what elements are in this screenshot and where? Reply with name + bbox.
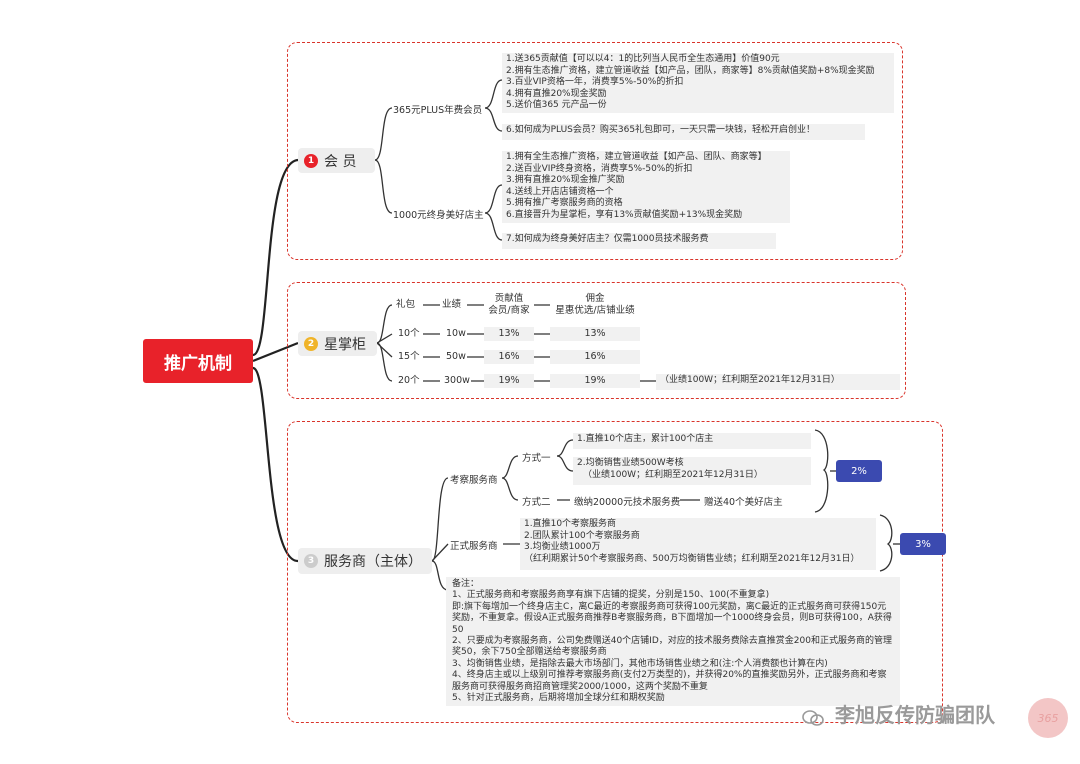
way-one-label: 方式一 xyxy=(522,453,551,464)
list-item: 3.百业VIP资格一年，消费享5%-50%的折扣 xyxy=(506,77,684,87)
way-two-fee: 缴纳20000元技术服务费 xyxy=(574,497,681,508)
header-comm-sub: 星惠优选/店铺业绩 xyxy=(555,305,635,316)
root-title: 推广机制 xyxy=(164,353,232,374)
list-item: 5.送价值365 元产品一份 xyxy=(506,100,607,110)
provider-node[interactable]: 3 服务商（主体） xyxy=(298,548,432,574)
cell-bg xyxy=(484,350,534,364)
way-one-item: 2.均衡销售业绩500W考核 （业绩100W；红利期至2021年12月31日） xyxy=(573,457,811,485)
cell-bg xyxy=(550,327,640,341)
table-cell: 15个 xyxy=(398,351,420,362)
table-cell: 13% xyxy=(584,328,606,339)
way-one-item: 1.直推10个店主，累计100个店主 xyxy=(573,433,811,449)
lifetime-owner-benefits: 1.拥有全生态推广资格，建立管道收益【如产品、团队、商家等】 2.送百业VIP终… xyxy=(502,151,790,223)
way-two-label: 方式二 xyxy=(522,497,551,508)
list-item: 2.拥有生态推广资格，建立管道收益【如产品，团队，商家等】8%贡献值奖励+8%现… xyxy=(506,65,875,76)
cell-bg xyxy=(550,350,640,364)
list-item: （业绩100W；红利期至2021年12月31日） xyxy=(583,469,763,480)
lifetime-owner-label: 1000元终身美好店主 xyxy=(393,210,484,221)
table-cell: 19% xyxy=(584,375,606,386)
list-item: 1.拥有全生态推广资格，建立管道收益【如产品、团队、商家等】 xyxy=(506,152,767,162)
cell-bg xyxy=(484,327,534,341)
stamp-logo: 365 xyxy=(1028,698,1068,738)
provider-section xyxy=(287,421,943,723)
formal-provider-items: 1.直推10个考察服务商 2.团队累计100个考察服务商 3.均衡业绩1000万… xyxy=(520,518,876,570)
provider-label: 服务商（主体） xyxy=(324,554,422,570)
member-section xyxy=(287,42,903,260)
table-cell: 10w xyxy=(446,328,466,339)
inspect-rate-badge: 2% xyxy=(836,460,882,482)
header-comm-title: 佣金 xyxy=(585,293,605,304)
list-item: 2.均衡销售业绩500W考核 xyxy=(577,458,684,468)
plus-member-howto: 6.如何成为PLUS会员？购买365礼包即可，一天只需一块钱，轻松开启创业！ xyxy=(502,124,865,140)
star-node[interactable]: 2 星掌柜 xyxy=(298,331,377,356)
table-cell: 20个 xyxy=(398,375,420,386)
root-node[interactable]: 推广机制 xyxy=(143,339,253,383)
watermark: 李旭反传防骗团队 xyxy=(802,699,995,728)
table-cell: 13% xyxy=(498,328,520,339)
watermark-text: 李旭反传防骗团队 xyxy=(834,703,995,727)
table-cell: 10个 xyxy=(398,328,420,339)
list-item: 1.送365贡献值【可以以4：1的比列当人民币全生态通用】价值90元 xyxy=(506,54,780,64)
note-line: 3、均衡销售业绩，是指除去最大市场部门，其他市场销售业绩之和(注:个人消费额也计… xyxy=(452,658,828,669)
header-perf: 业绩 xyxy=(442,299,462,310)
cell-bg xyxy=(550,374,640,388)
formal-rate-badge: 3% xyxy=(900,533,946,555)
note-line: 2、只要成为考察服务商，公司免费赠送40个店铺ID，对应的技术服务费除去直推赏金… xyxy=(452,636,892,658)
number-three-icon: 3 xyxy=(304,554,318,568)
wechat-icon xyxy=(802,708,824,726)
list-item: 6.直接晋升为星掌柜，享有13%贡献值奖励+13%现金奖励 xyxy=(506,209,743,220)
member-node[interactable]: 1 会 员 xyxy=(298,148,375,173)
number-one-icon: 1 xyxy=(304,153,318,168)
note-line: 1、正式服务商和考察服务商享有旗下店铺的提奖，分别是150、100(不重复拿) xyxy=(452,590,770,601)
plus-member-label: 365元PLUS年费会员 xyxy=(393,105,483,116)
star-section xyxy=(287,282,906,399)
table-cell: 19% xyxy=(498,375,520,386)
list-item: 5.拥有推广考察服务商的资格 xyxy=(506,198,623,208)
member-label: 会 员 xyxy=(324,153,357,170)
formal-provider-label: 正式服务商 xyxy=(450,541,498,552)
header-contrib: 贡献值 会员/商家 xyxy=(484,293,534,317)
note-line: 备注： xyxy=(452,579,480,589)
note-line: 5、针对正式服务商，后期将增加全球分红和期权奖励 xyxy=(452,693,665,704)
inspect-provider-label: 考察服务商 xyxy=(450,475,498,486)
stamp-text: 365 xyxy=(1037,711,1059,725)
list-item: 4.送线上开店店铺资格一个 xyxy=(506,186,614,197)
row-note: （业绩100W；红利期至2021年12月31日） xyxy=(656,374,900,390)
header-comm: 佣金 星惠优选/店铺业绩 xyxy=(550,293,640,317)
table-cell: 50w xyxy=(446,351,466,362)
list-item: 3.均衡业绩1000万 xyxy=(524,542,601,552)
way-two-gift: 赠送40个美好店主 xyxy=(704,497,783,508)
list-item: 1.直推10个考察服务商 xyxy=(524,519,617,529)
table-cell: 16% xyxy=(498,351,520,362)
note-line: 即:旗下每增加一个终身店主C，离C最近的考察服务商可获得100元奖励，离C最近的… xyxy=(452,601,892,635)
list-item: 2.送百业VIP终身资格，消费享5%-50%的折扣 xyxy=(506,163,693,174)
header-gift: 礼包 xyxy=(396,299,416,310)
cell-bg xyxy=(484,374,534,388)
note-line: 4、终身店主或以上级别可推荐考察服务商(支付2万类型的)，并获得20%的直推奖励… xyxy=(452,670,887,692)
notes-block: 备注： 1、正式服务商和考察服务商享有旗下店铺的提奖，分别是150、100(不重… xyxy=(446,577,900,707)
star-label: 星掌柜 xyxy=(324,336,366,353)
header-contrib-sub: 会员/商家 xyxy=(488,305,530,316)
number-two-icon: 2 xyxy=(304,336,318,351)
lifetime-owner-howto: 7.如何成为终身美好店主？仅需1000员技术服务费 xyxy=(502,233,776,249)
list-item: 4.拥有直推20%现金奖励 xyxy=(506,88,607,99)
list-item: 2.团队累计100个考察服务商 xyxy=(524,530,640,541)
header-contrib-title: 贡献值 xyxy=(494,293,524,304)
table-cell: 300w xyxy=(444,375,470,386)
list-item: （红利期累计50个考察服务商、500万均衡销售业绩；红利期至2021年12月31… xyxy=(524,553,860,564)
plus-member-benefits: 1.送365贡献值【可以以4：1的比列当人民币全生态通用】价值90元 2.拥有生… xyxy=(502,53,894,113)
list-item: 3.拥有直推20%现金推广奖励 xyxy=(506,175,625,185)
table-cell: 16% xyxy=(584,351,606,362)
